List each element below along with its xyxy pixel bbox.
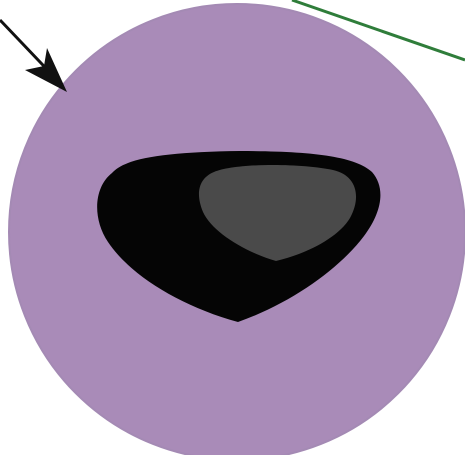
diagram-svg <box>0 0 465 455</box>
diagram-canvas <box>0 0 465 455</box>
